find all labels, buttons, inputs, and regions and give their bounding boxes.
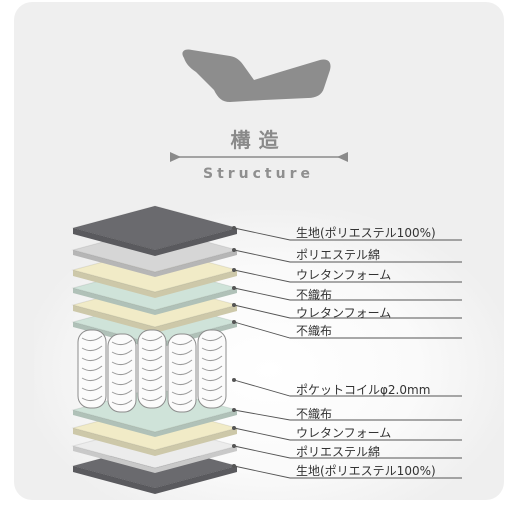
leader-line-3	[233, 269, 462, 283]
layer-side	[73, 305, 237, 333]
title-english: Structure	[202, 166, 314, 182]
layer-label-5: ウレタンフォーム	[296, 306, 392, 320]
layer-top	[71, 205, 239, 251]
leader-line-1	[233, 227, 462, 241]
pocket-coil-springs	[77, 329, 227, 413]
layer-label-7: ポケットコイルφ2.0mm	[296, 383, 431, 397]
layer-side	[73, 228, 237, 256]
title-japanese: 構造	[230, 128, 287, 152]
leader-line-10	[233, 445, 462, 459]
layer-label-10: ポリエステル綿	[296, 445, 381, 459]
layer-shapes	[71, 205, 239, 494]
layer-side	[73, 250, 237, 277]
layer-label-6: 不織布	[296, 324, 333, 338]
layer-side	[73, 466, 237, 494]
leader-line-8	[233, 409, 462, 421]
layer-label-8: 不織布	[296, 407, 333, 421]
layer-label-4: 不織布	[296, 288, 333, 302]
leader-line-9	[233, 427, 462, 441]
leader-lines	[232, 226, 462, 479]
leader-line-2	[233, 249, 462, 263]
leader-line-4	[233, 287, 462, 301]
coil-spring-1	[77, 329, 107, 409]
layer-label-3: ウレタンフォーム	[296, 268, 392, 282]
coil-spring-2	[107, 333, 137, 413]
layer-label-2: ポリエステル綿	[296, 248, 381, 262]
coil-spring-4	[167, 333, 197, 413]
layer-label-9: ウレタンフォーム	[296, 426, 392, 440]
layer-side	[73, 288, 237, 315]
title-divider	[170, 152, 348, 162]
coil-spring-5	[197, 329, 227, 409]
layer-side	[73, 446, 237, 473]
adjustable-bed-icon	[182, 49, 331, 102]
layer-1	[71, 205, 239, 256]
leader-line-5	[233, 304, 462, 319]
layer-side	[73, 428, 237, 456]
leader-line-11	[233, 465, 462, 479]
coil-spring-3	[137, 329, 167, 409]
layer-label-11: 生地(ポリエステル100%)	[296, 464, 436, 478]
layer-side	[73, 270, 237, 298]
leader-line-6	[233, 321, 462, 339]
leader-line-7	[233, 379, 462, 397]
layer-label-1: 生地(ポリエステル100%)	[296, 226, 436, 240]
layer-side	[73, 410, 237, 437]
